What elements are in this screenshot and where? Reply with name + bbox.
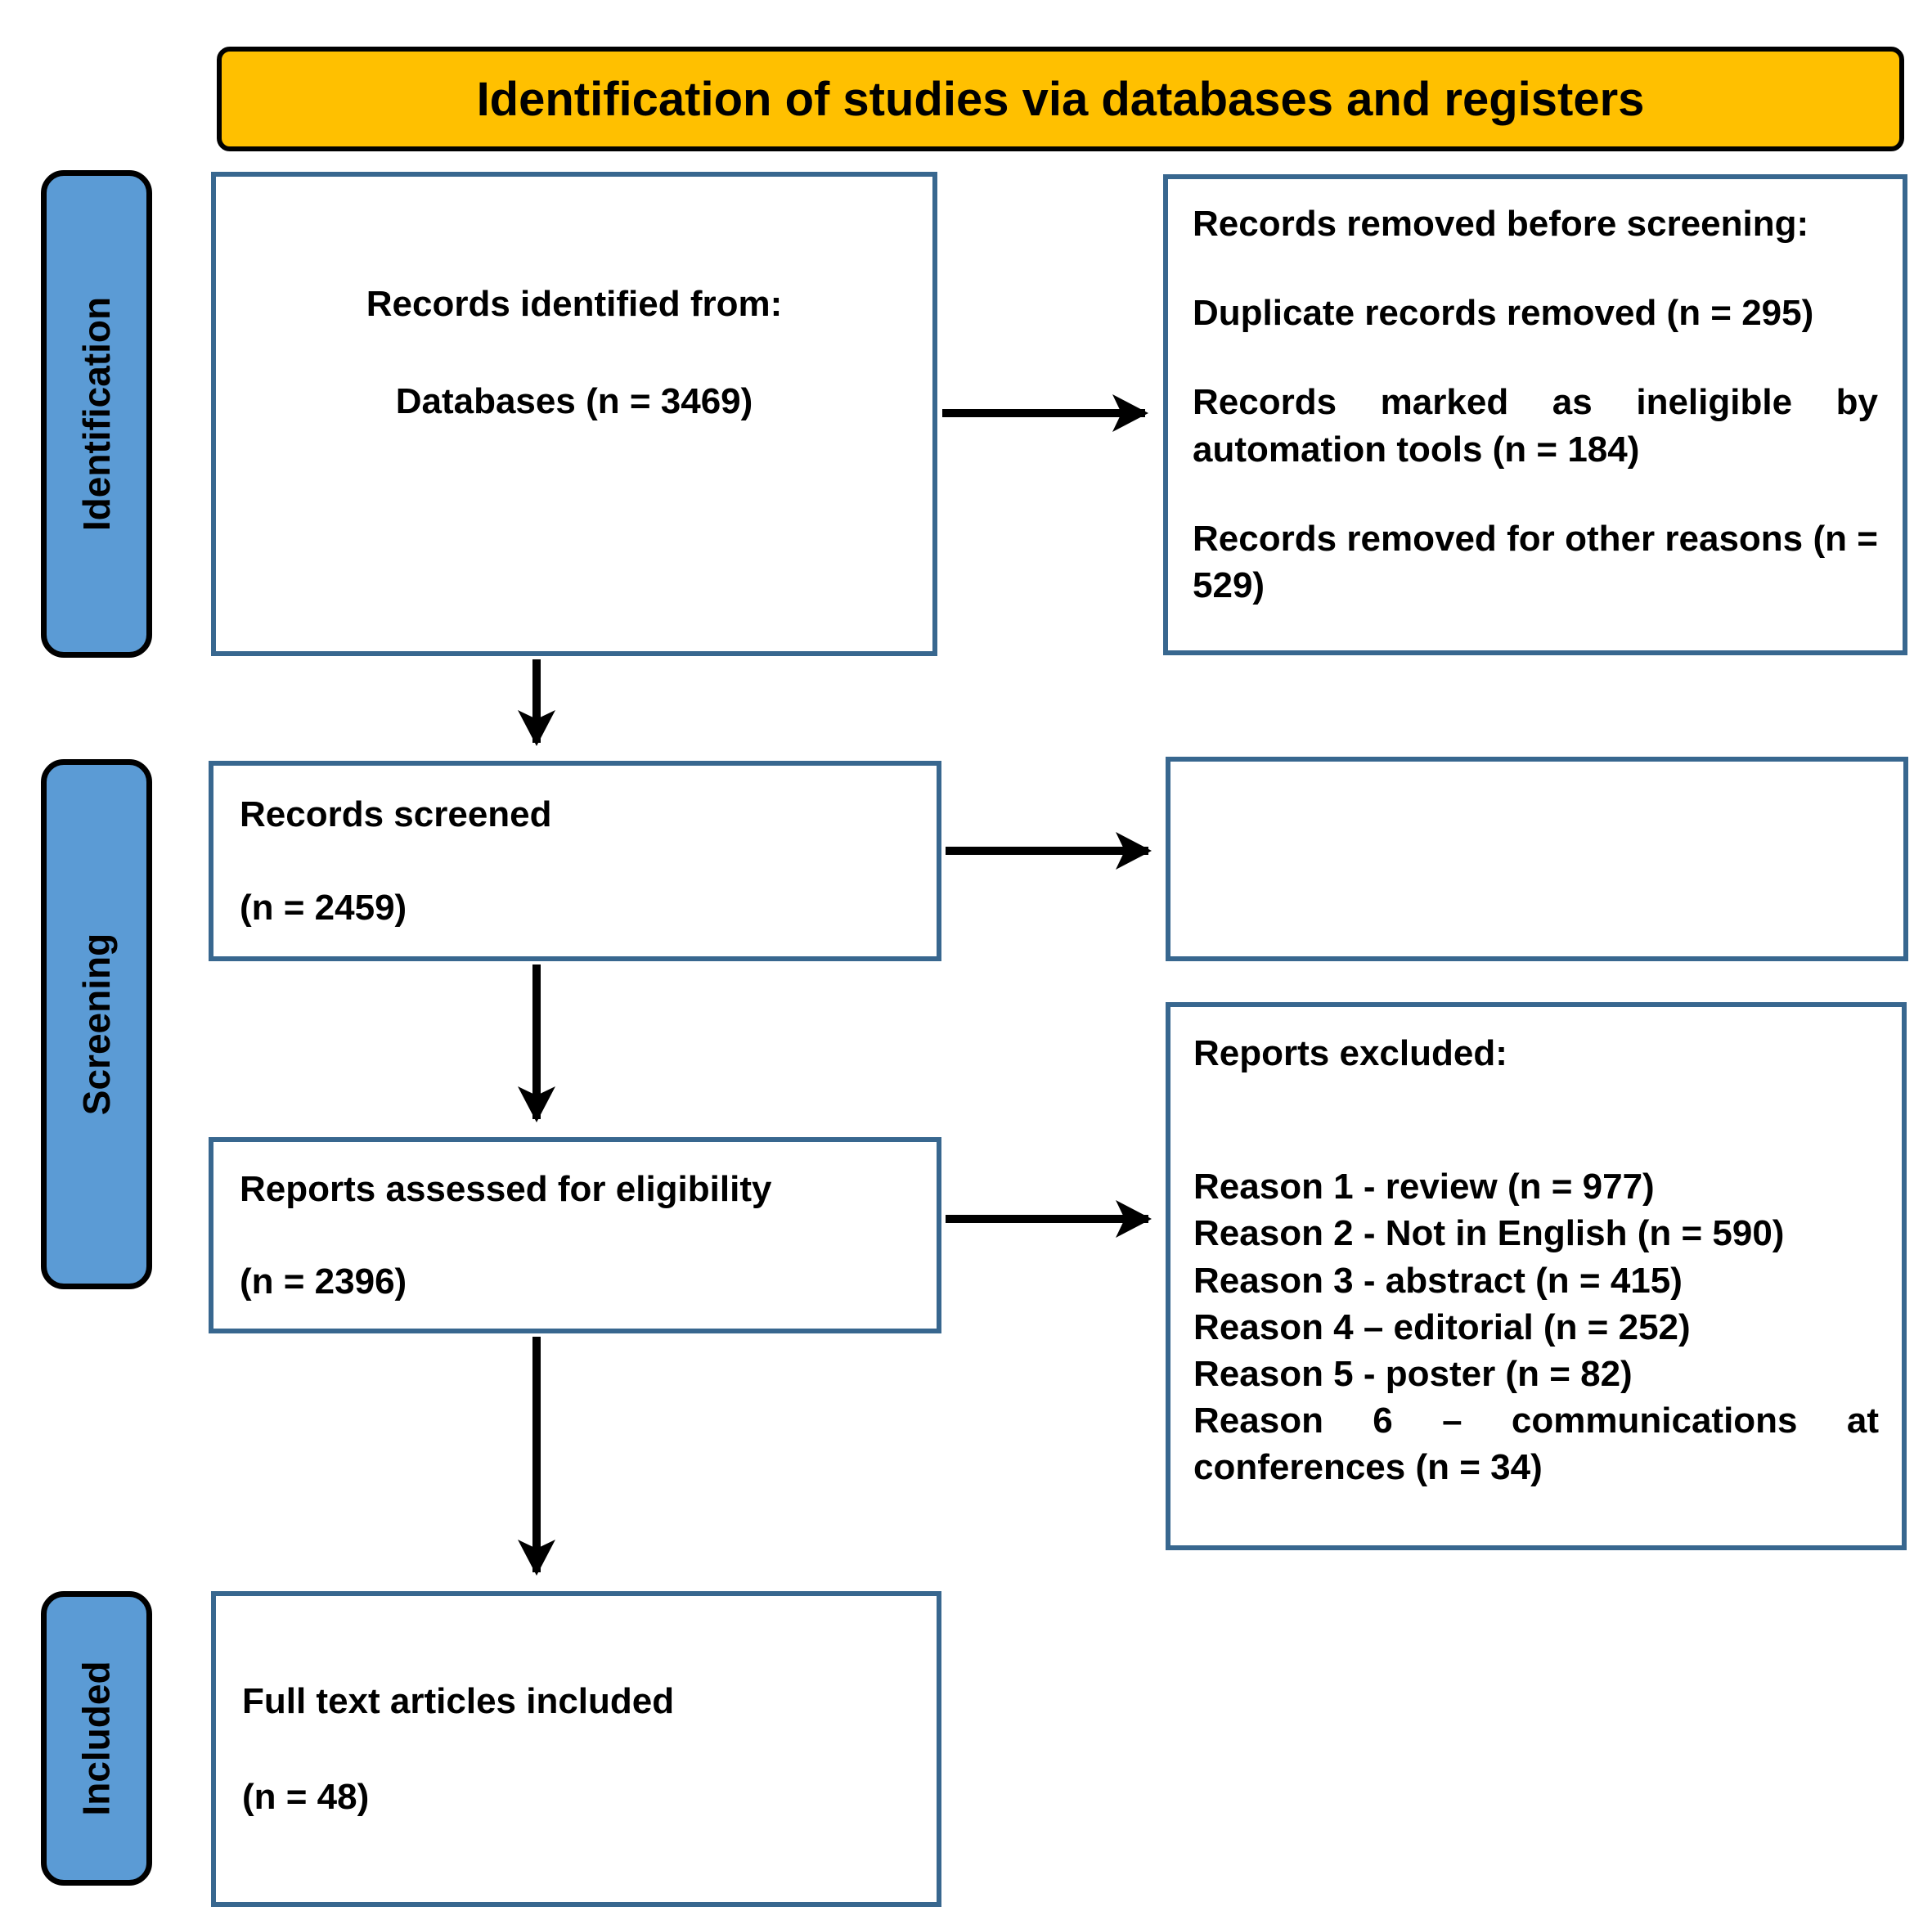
reports-excluded-reason: Reason 6 – communications at conferences… (1193, 1401, 1879, 1488)
box-empty (1166, 757, 1908, 961)
title-banner: Identification of studies via databases … (217, 47, 1904, 151)
reports-assessed-line1: Reports assessed for eligibility (240, 1168, 772, 1209)
records-screened-line1: Records screened (240, 794, 552, 835)
stage-label-identification: Identification (41, 170, 152, 658)
reports-excluded-reason: Reason 2 - Not in English (n = 590) (1193, 1213, 1785, 1254)
stage-label-identification-text: Identification (75, 296, 119, 532)
full-text-included-line1: Full text articles included (242, 1680, 675, 1721)
box-reports-excluded: Reports excluded: Reason 1 - review (n =… (1166, 1002, 1907, 1550)
reports-excluded-list: Reason 1 - review (n = 977) Reason 2 - N… (1193, 1163, 1879, 1491)
records-removed-heading: Records removed before screening: (1193, 204, 1809, 244)
reports-excluded-reason: Reason 4 – editorial (n = 252) (1193, 1306, 1691, 1347)
stage-label-screening: Screening (41, 759, 152, 1289)
stage-label-included: Included (41, 1591, 152, 1886)
box-records-screened: Records screened (n = 2459) (209, 761, 941, 961)
full-text-included-line2: (n = 48) (242, 1777, 370, 1817)
box-full-text-included: Full text articles included (n = 48) (211, 1591, 941, 1907)
reports-assessed-line2: (n = 2396) (240, 1261, 407, 1302)
records-identified-line2: Databases (n = 3469) (395, 381, 753, 421)
box-records-identified: Records identified from: Databases (n = … (211, 172, 937, 656)
records-screened-line2: (n = 2459) (240, 887, 407, 928)
stage-label-included-text: Included (75, 1661, 118, 1816)
records-removed-item: Records marked as ineligible by automati… (1193, 382, 1878, 470)
reports-excluded-reason: Reason 5 - poster (n = 82) (1193, 1353, 1633, 1394)
reports-excluded-reason: Reason 3 - abstract (n = 415) (1193, 1260, 1683, 1301)
records-identified-line1: Records identified from: (366, 283, 783, 324)
stage-label-screening-text: Screening (75, 933, 119, 1116)
page-title: Identification of studies via databases … (476, 72, 1645, 126)
box-records-removed: Records removed before screening: Duplic… (1163, 174, 1907, 655)
records-removed-item: Records removed for other reasons (n = 5… (1193, 518, 1878, 605)
box-reports-assessed: Reports assessed for eligibility (n = 23… (209, 1137, 941, 1333)
records-removed-item: Duplicate records removed (n = 295) (1193, 293, 1814, 334)
reports-excluded-reason: Reason 1 - review (n = 977) (1193, 1167, 1655, 1207)
reports-excluded-heading: Reports excluded: (1193, 1033, 1507, 1073)
